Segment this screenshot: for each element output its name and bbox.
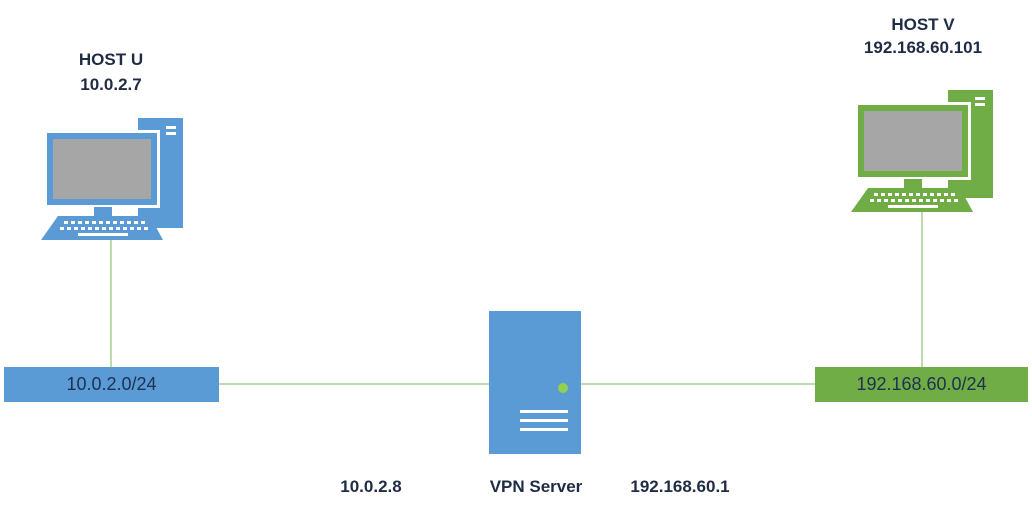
host-u-computer-icon	[41, 118, 183, 240]
host-v-computer-icon	[851, 90, 993, 212]
vpn-server-status-led	[558, 383, 568, 393]
network-left-bar	[4, 367, 219, 402]
network-right-label: 192.168.60.0/24	[856, 374, 987, 394]
vpn-server-icon	[489, 311, 581, 454]
host-v-name: HOST V	[891, 15, 955, 34]
network-right-bar	[815, 367, 1028, 402]
vpn-left-ip: 10.0.2.8	[340, 477, 402, 496]
host-v-ip: 192.168.60.101	[863, 38, 983, 57]
vpn-server-name: VPN Server	[489, 477, 583, 496]
network-left-label: 10.0.2.0/24	[66, 374, 157, 394]
host-u-ip: 10.0.2.7	[80, 75, 142, 94]
host-u-name: HOST U	[78, 50, 144, 69]
vpn-right-ip: 192.168.60.1	[630, 477, 730, 496]
